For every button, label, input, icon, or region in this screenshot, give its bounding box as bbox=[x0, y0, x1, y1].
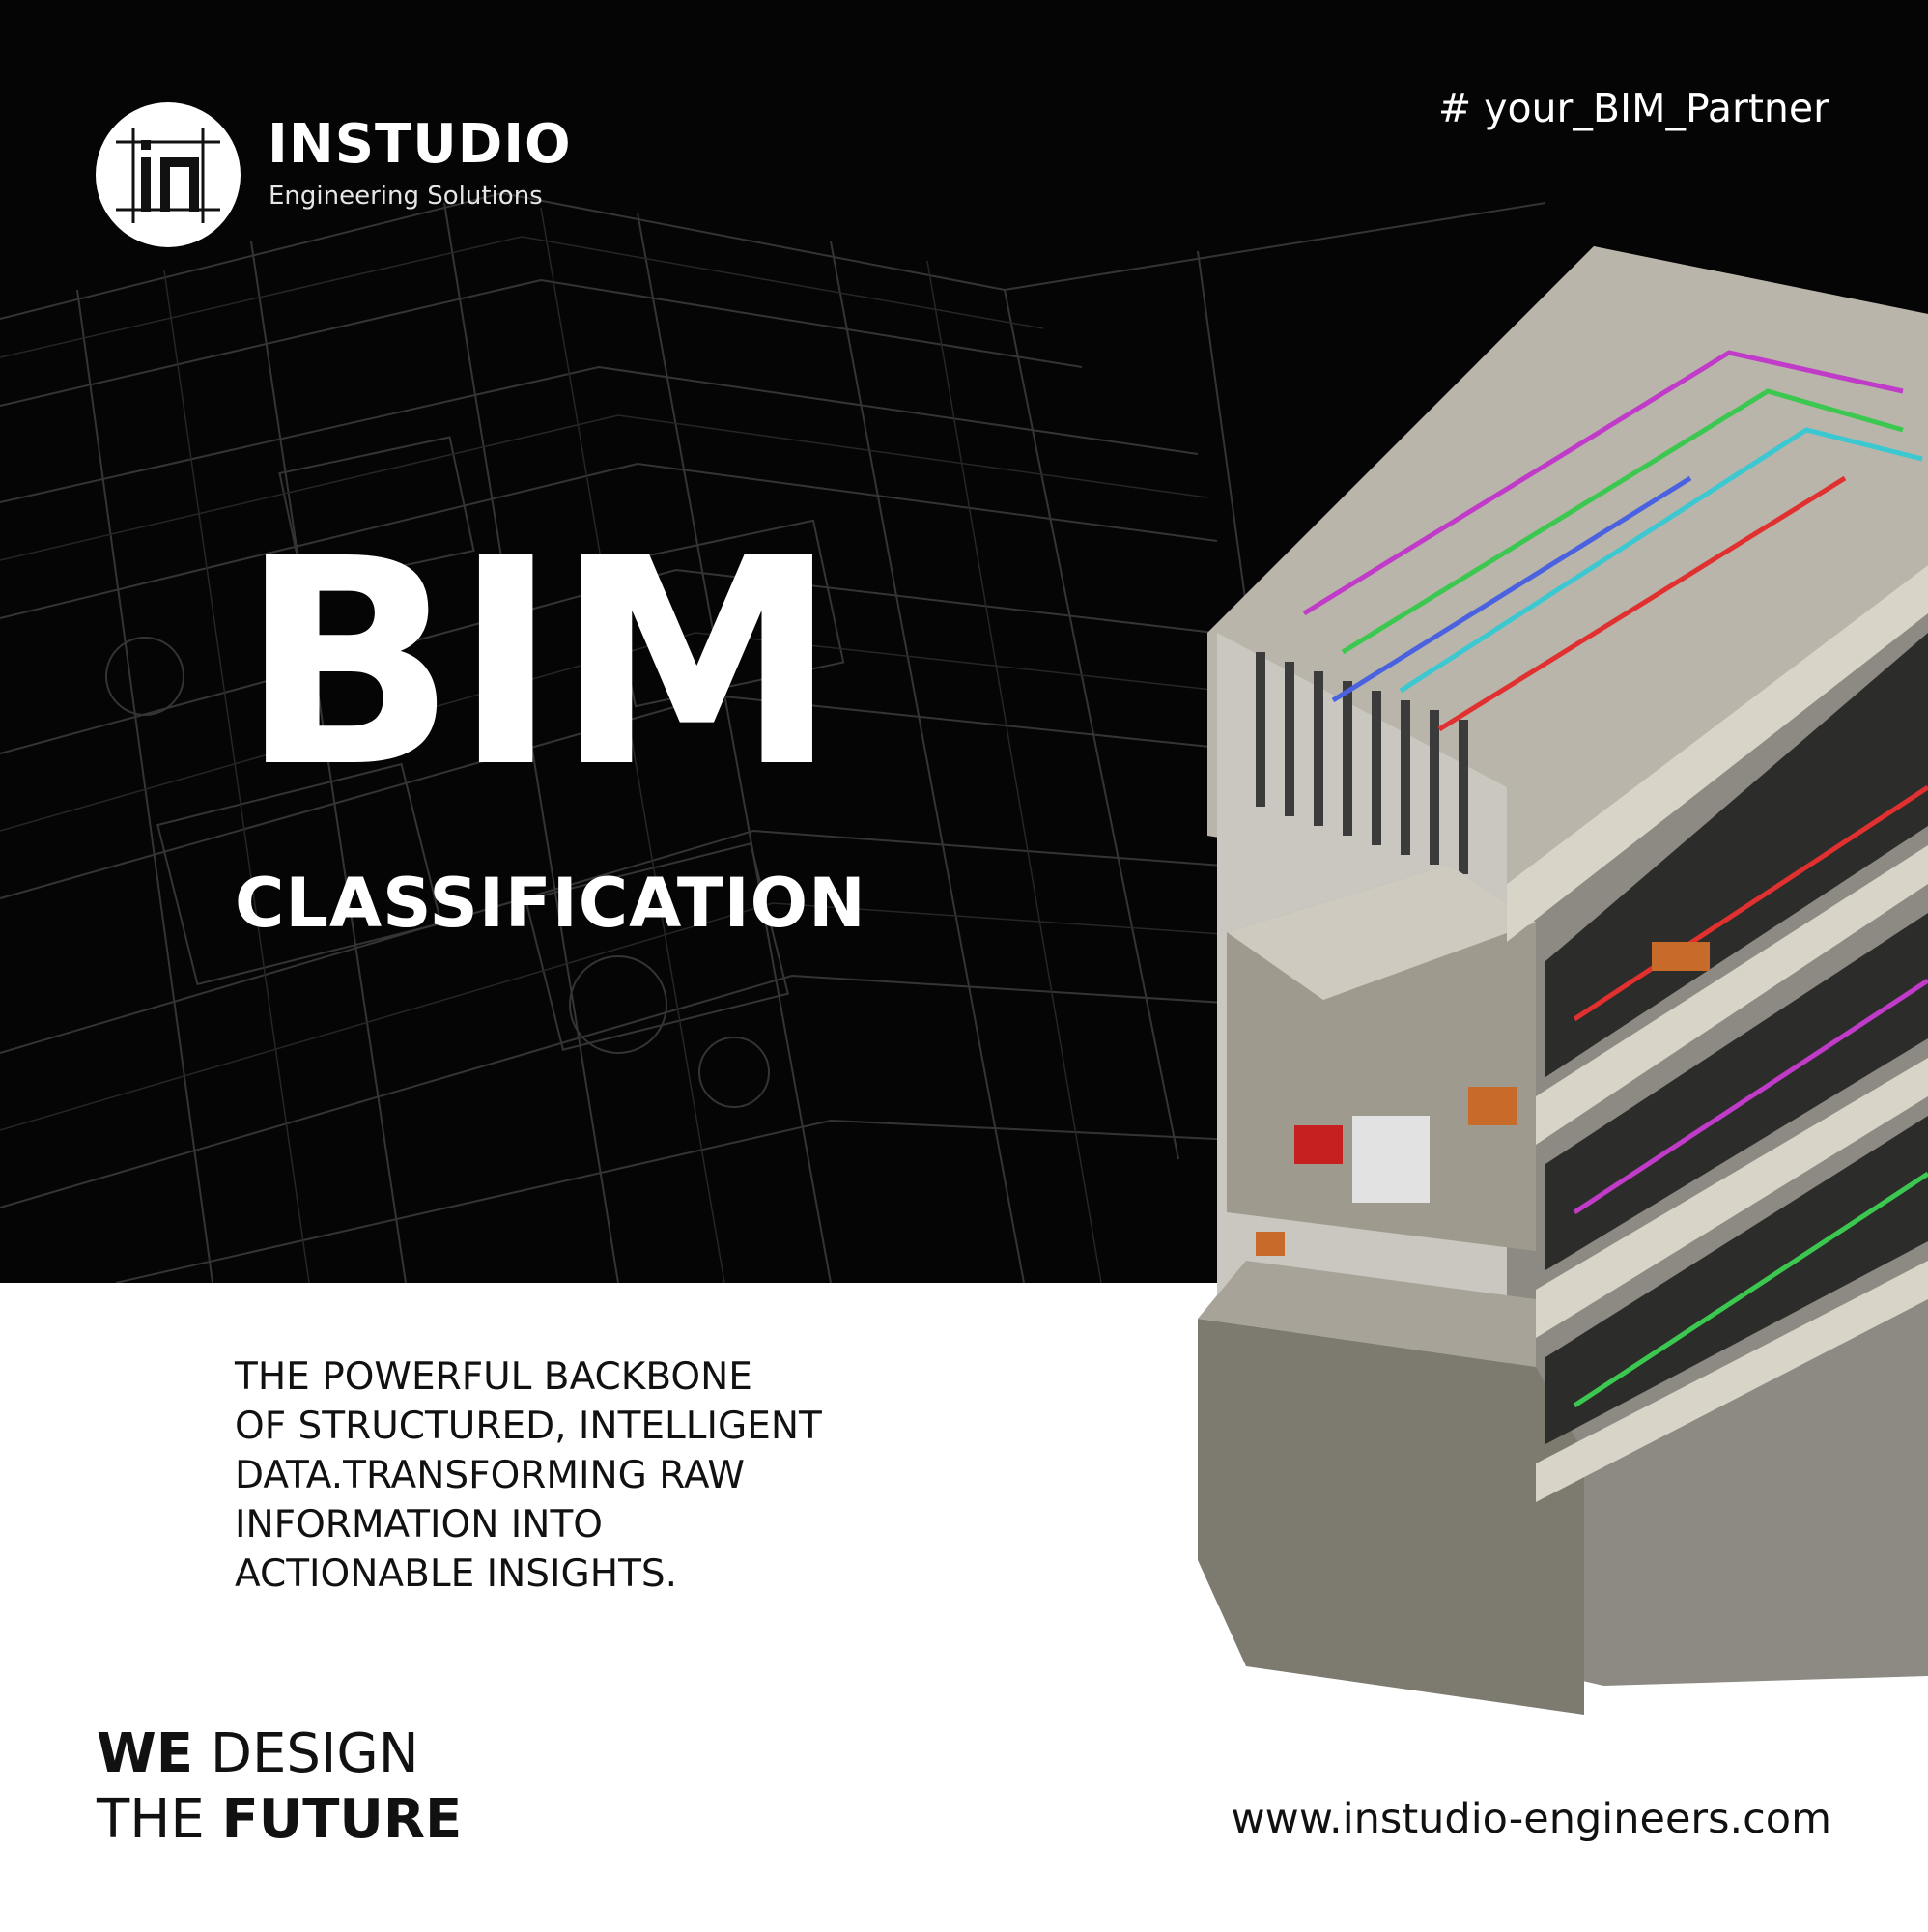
instudio-monogram-icon bbox=[96, 102, 241, 247]
bim-building-illustration bbox=[1198, 246, 1928, 1715]
slogan-bold-future: FUTURE bbox=[221, 1788, 463, 1851]
slogan: WE DESIGN THE FUTURE bbox=[97, 1721, 462, 1853]
description-line: INFORMATION INTO bbox=[235, 1503, 603, 1547]
slogan-line-2: THE FUTURE bbox=[97, 1787, 462, 1853]
slogan-bold-we: WE bbox=[97, 1722, 194, 1785]
description: THE POWERFUL BACKBONE OF STRUCTURED, INT… bbox=[235, 1352, 969, 1599]
brand-name: INSTUDIO bbox=[268, 113, 572, 176]
slogan-line-1: WE DESIGN bbox=[97, 1721, 462, 1787]
subheadline: CLASSIFICATION bbox=[235, 864, 866, 943]
slogan-design: DESIGN bbox=[193, 1722, 419, 1785]
slogan-the: THE bbox=[97, 1788, 222, 1851]
headline: BIM bbox=[240, 497, 838, 830]
blueprint-background bbox=[0, 191, 1546, 1283]
description-line: OF STRUCTURED, INTELLIGENT bbox=[235, 1405, 822, 1448]
description-line: DATA.TRANSFORMING RAW bbox=[235, 1454, 745, 1497]
brand-tagline: Engineering Solutions bbox=[269, 182, 543, 211]
description-line: THE POWERFUL BACKBONE bbox=[235, 1355, 752, 1399]
website-link[interactable]: www.instudio-engineers.com bbox=[1231, 1795, 1831, 1843]
hashtag: # your_BIM_Partner bbox=[1437, 85, 1829, 131]
description-line: ACTIONABLE INSIGHTS. bbox=[235, 1552, 678, 1596]
